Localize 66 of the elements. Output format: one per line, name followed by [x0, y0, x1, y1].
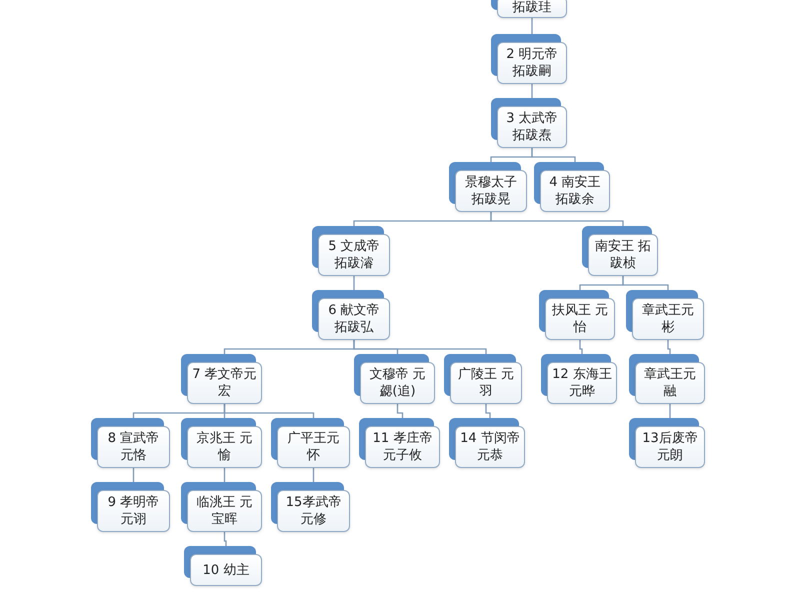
connector-line: [667, 340, 671, 354]
person-box: [629, 418, 705, 468]
connector-line: [224, 404, 314, 418]
person-box: [541, 354, 617, 404]
person-name: 广陵王 元羽: [456, 366, 516, 400]
person-name: 10 幼主: [202, 562, 250, 578]
person-box: [271, 418, 350, 468]
person-name: 15孝武帝元修: [284, 494, 342, 528]
person-box: [491, 98, 567, 148]
person-name: 2 明元帝拓跋嗣: [505, 46, 559, 80]
person-box: [449, 418, 525, 468]
person-box: [184, 546, 262, 586]
person-name: 7 孝文帝元宏: [192, 366, 257, 400]
connector-line: [353, 276, 355, 290]
person-name: 广平王元怀: [286, 430, 340, 464]
person-box: [626, 290, 704, 340]
person-name: 扶风王 元怡: [550, 302, 610, 336]
person-name: 6 献文帝拓跋弘: [327, 302, 381, 336]
person-box: [312, 226, 390, 276]
person-box: [444, 354, 522, 404]
connector-line: [485, 404, 491, 418]
person-name: 拓跋珪: [512, 0, 552, 16]
person-name: 4 南安王拓跋余: [548, 174, 602, 208]
person-name: 9 孝明帝元诩: [106, 494, 160, 528]
person-box: [181, 418, 262, 468]
connector-line: [224, 468, 226, 482]
person-name: 12 东海王元晔: [552, 366, 612, 400]
connector-line: [224, 532, 227, 546]
person-box: [629, 354, 705, 404]
person-box: [539, 290, 615, 340]
connector-line: [312, 468, 314, 482]
connector-line: [669, 404, 671, 418]
person-name: 章武王元彬: [641, 302, 695, 336]
person-box: [491, 34, 567, 84]
connector-line: [622, 276, 669, 290]
person-box: [91, 482, 170, 532]
person-box: [181, 482, 262, 532]
connector-line: [531, 18, 533, 34]
person-name: 11 孝庄帝元子攸: [372, 430, 434, 464]
person-box: [271, 482, 350, 532]
connector-line: [490, 212, 624, 226]
person-box: [449, 162, 527, 212]
person-box: [91, 418, 170, 468]
connector-line: [531, 84, 533, 98]
person-box: [354, 354, 435, 404]
person-name: 14 节闵帝元恭: [460, 430, 520, 464]
connector-line: [396, 404, 404, 418]
person-name: 京兆王 元愉: [195, 430, 254, 464]
person-name: 章武王元融: [643, 366, 697, 400]
connector-line: [353, 340, 487, 354]
person-name: 景穆太子拓跋晃: [464, 174, 518, 208]
person-box: [312, 290, 390, 340]
person-box: [582, 226, 658, 276]
person-box: [359, 418, 440, 468]
person-name: 3 太武帝拓跋焘: [505, 110, 559, 144]
connector-line: [531, 148, 576, 162]
person-name: 13后废帝元朗: [641, 430, 699, 464]
person-name: 南安王 拓跋桢: [594, 238, 652, 272]
person-name: 5 文成帝拓跋濬: [327, 238, 381, 272]
person-box: [534, 162, 610, 212]
person-name: 文穆帝 元勰(追): [368, 366, 427, 400]
person-box: [181, 354, 262, 404]
person-name: 临洮王 元宝晖: [195, 494, 254, 528]
connector-line: [579, 340, 583, 354]
connector-line: [132, 468, 134, 482]
person-name: 8 宣武帝元恪: [106, 430, 160, 464]
